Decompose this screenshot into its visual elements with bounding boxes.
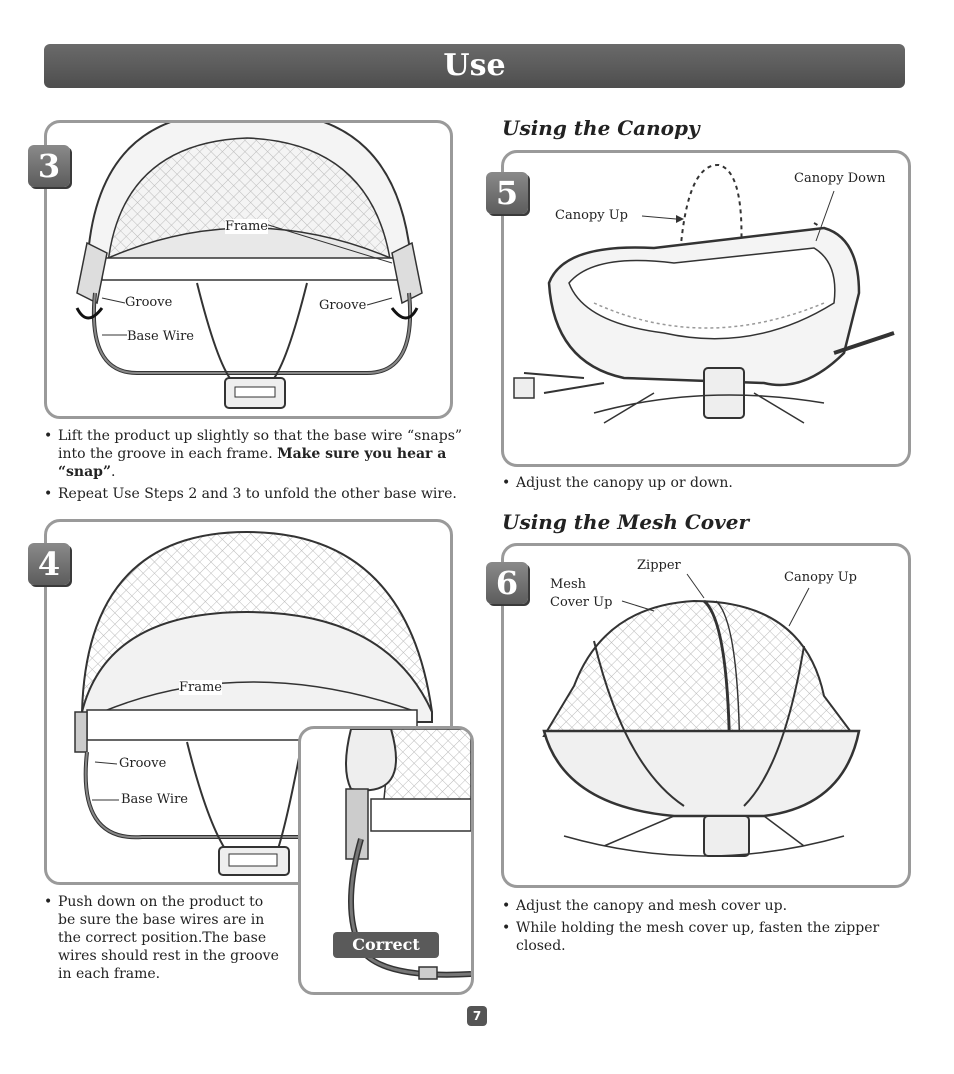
step6-bullet-2: While holding the mesh cover up, fasten …	[502, 919, 902, 955]
step4-label-base-wire: Base Wire	[121, 792, 188, 807]
step5-bullet-1: Adjust the canopy up or down.	[502, 474, 902, 492]
step4-instructions: Push down on the product to be sure the …	[44, 893, 284, 987]
step6-label-zipper: Zipper	[637, 558, 681, 573]
mesh-section-title: Using the Mesh Cover	[502, 510, 750, 534]
correct-badge: Correct	[333, 932, 439, 958]
step6-instructions: Adjust the canopy and mesh cover up. Whi…	[502, 897, 902, 959]
step3-bullet-2: Repeat Use Steps 2 and 3 to unfold the o…	[44, 485, 464, 503]
step3-label-groove-left: Groove	[125, 295, 173, 310]
step4-number-badge: 4	[28, 543, 70, 585]
step3-label-base-wire: Base Wire	[127, 329, 194, 344]
step5-number-badge: 5	[486, 172, 528, 214]
step3-label-groove-right: Groove	[319, 298, 367, 313]
step3-bullet-1-end: .	[111, 464, 116, 480]
step4-illustration-panel: Frame Groove Base Wire	[44, 519, 453, 885]
step6-label-mesh-line2: Cover Up	[550, 595, 613, 610]
page-title: Use	[443, 48, 506, 83]
step3-instructions: Lift the product up slightly so that the…	[44, 427, 464, 507]
step5-label-canopy-down: Canopy Down	[794, 171, 886, 186]
correct-inset-panel: Correct	[298, 726, 474, 995]
step6-illustration-panel: Zipper Mesh Cover Up Canopy Up	[501, 543, 911, 888]
step3-bullet-1: Lift the product up slightly so that the…	[44, 427, 464, 481]
step6-label-canopy-up: Canopy Up	[784, 570, 857, 585]
step5-label-canopy-up: Canopy Up	[555, 208, 628, 223]
step3-bullet-1-bold: Make sure you hear a “snap”	[58, 446, 447, 480]
page-number: 7	[467, 1006, 487, 1026]
step5-instructions: Adjust the canopy up or down.	[502, 474, 902, 496]
step3-number-badge: 3	[28, 145, 70, 187]
step3-illustration	[75, 123, 423, 409]
page-header: Use	[44, 44, 905, 88]
step3-label-frame: Frame	[225, 219, 269, 234]
canopy-section-title: Using the Canopy	[502, 116, 700, 140]
step6-illustration	[542, 573, 861, 857]
step4-bullet-1: Push down on the product to be sure the …	[44, 893, 284, 983]
step5-illustration	[513, 163, 895, 424]
step5-illustration-panel: Canopy Up Canopy Down	[501, 150, 911, 467]
step6-number-badge: 6	[486, 562, 528, 604]
step4-illustration	[74, 530, 433, 876]
step4-label-frame: Frame	[179, 680, 223, 695]
step6-label-mesh-line1: Mesh	[550, 577, 587, 592]
step3-bullet-1-text: Lift the product up slightly so that the…	[58, 428, 463, 462]
step3-illustration-panel: Frame Groove Groove Base Wire	[44, 120, 453, 419]
step4-label-groove: Groove	[119, 756, 167, 771]
step6-bullet-1: Adjust the canopy and mesh cover up.	[502, 897, 902, 915]
